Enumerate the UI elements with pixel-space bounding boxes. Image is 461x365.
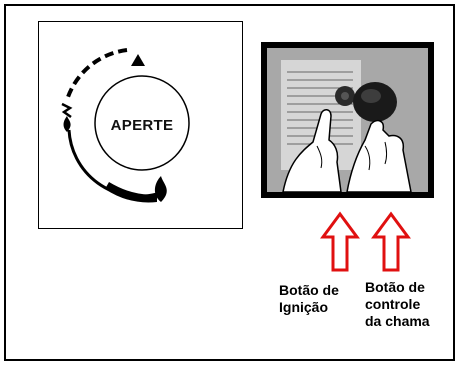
flame-control-label-line1: Botão de: [365, 279, 425, 295]
small-flame-icon: [63, 116, 71, 132]
flame-control-label-line3: da chama: [365, 313, 430, 329]
gas-valve-dial-panel: APERTE: [38, 21, 243, 229]
ignition-label-line2: Ignição: [279, 299, 329, 315]
dial-dashed-arc: [65, 48, 128, 101]
knob-photo-panel: [261, 42, 434, 198]
dial-graphic: [61, 48, 190, 203]
off-marker-triangle-icon: [131, 54, 145, 66]
ignition-arrow-icon: [320, 211, 360, 272]
dial-knob-circle: [94, 75, 190, 171]
flame-control-arrow-icon: [371, 211, 411, 272]
hands-pressing-knobs-illustration: [267, 48, 428, 193]
ignition-label-line1: Botão de: [279, 282, 339, 298]
large-flame-icon: [154, 176, 167, 202]
dial-thick-arc: [105, 182, 157, 203]
flame-control-label-line2: controle: [365, 296, 421, 312]
press-button-label: APERTE: [110, 117, 174, 134]
flame-control-button-label: Botão de controle da chama: [365, 279, 430, 330]
pilot-spark-icon: [61, 102, 73, 119]
outer-frame: [4, 4, 455, 361]
ignition-button-label: Botão de Ignição: [279, 282, 339, 316]
